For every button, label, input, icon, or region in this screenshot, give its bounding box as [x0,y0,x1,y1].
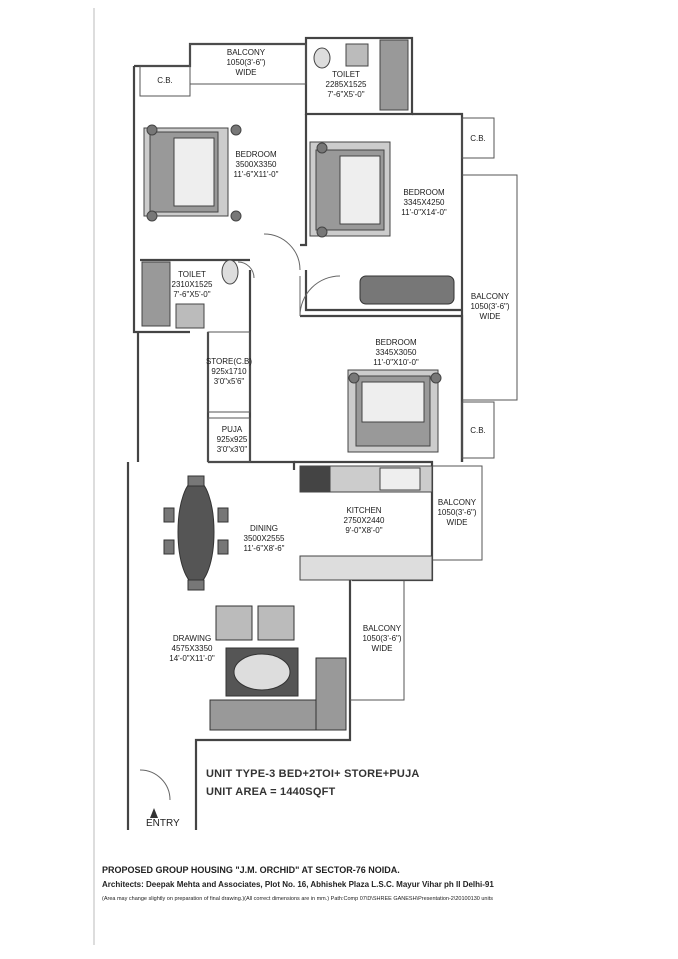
wardrobe-unit [359,275,455,305]
drawing-furniture [209,605,347,731]
unit-type: UNIT TYPE-3 BED+2TOI+ STORE+PUJA [206,768,420,780]
balcony-top-outline [189,43,307,85]
bed-1 [143,124,242,222]
bed-2 [309,141,391,238]
cb-box-3 [461,401,495,459]
entry-label: ENTRY [146,818,180,829]
project-title: PROPOSED GROUP HOUSING "J.M. ORCHID" AT … [102,865,400,875]
kitchen-counters [299,465,433,581]
door-swings [139,233,341,801]
bed-3 [347,369,442,453]
cb-label-2: C.B. [470,134,486,143]
toilet-fixtures [141,39,409,329]
entry-arrow [150,808,158,818]
cb-label-1: C.B. [157,76,173,85]
cb-box-1 [139,65,191,97]
puja-box [207,417,251,463]
dining-table [163,475,229,591]
cb-label-3: C.B. [470,426,486,435]
store-box [207,331,251,413]
unit-area: UNIT AREA = 1440SQFT [206,786,336,798]
cb-box-2 [461,117,495,159]
area-note: (Area may change slightly on preparation… [102,896,493,902]
architects-line: Architects: Deepak Mehta and Associates,… [102,880,494,889]
